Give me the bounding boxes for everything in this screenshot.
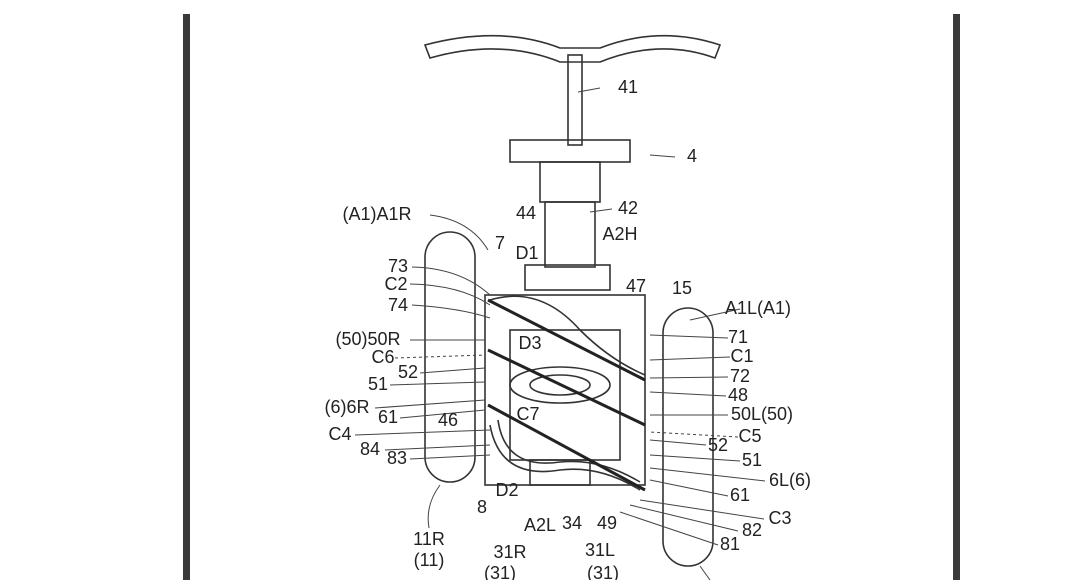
label: 8 bbox=[477, 497, 487, 517]
right-frame-border bbox=[953, 14, 960, 580]
label: 81 bbox=[720, 534, 740, 554]
label: 47 bbox=[626, 276, 646, 296]
left-wheel bbox=[662, 307, 714, 567]
label: D1 bbox=[515, 243, 538, 263]
label: (11) bbox=[414, 550, 445, 570]
label: C4 bbox=[328, 424, 351, 444]
label: 49 bbox=[597, 513, 617, 533]
label: 82 bbox=[742, 520, 762, 540]
label: 44 bbox=[516, 203, 536, 223]
label: D3 bbox=[518, 333, 541, 353]
reference-labels: 41 4 42 44 A2H (A1)A1R 7 D1 73 C2 74 47 … bbox=[324, 77, 811, 580]
label: 52 bbox=[708, 435, 728, 455]
label: 50L(50) bbox=[731, 404, 793, 424]
label: 51 bbox=[742, 450, 762, 470]
label: A1L(A1) bbox=[725, 298, 791, 318]
label: C2 bbox=[384, 274, 407, 294]
label: 73 bbox=[388, 256, 408, 276]
label: A2H bbox=[602, 224, 637, 244]
label: (31) bbox=[587, 563, 619, 580]
label: 71 bbox=[728, 327, 748, 347]
label: (50)50R bbox=[335, 329, 400, 349]
label: C1 bbox=[730, 346, 753, 366]
label: 48 bbox=[728, 385, 748, 405]
label: C3 bbox=[768, 508, 791, 528]
label: 74 bbox=[388, 295, 408, 315]
label: (A1)A1R bbox=[342, 204, 411, 224]
label: 72 bbox=[730, 366, 750, 386]
label: 6L(6) bbox=[769, 470, 811, 490]
label: 83 bbox=[387, 448, 407, 468]
drawing-lines bbox=[354, 34, 766, 580]
label: 51 bbox=[368, 374, 388, 394]
label: C6 bbox=[371, 347, 394, 367]
label: 61 bbox=[378, 407, 398, 427]
label: 15 bbox=[672, 278, 692, 298]
label: C7 bbox=[516, 404, 539, 424]
label: A2L bbox=[524, 515, 556, 535]
label: 34 bbox=[562, 513, 582, 533]
label: C5 bbox=[738, 426, 761, 446]
label: 31R bbox=[493, 542, 526, 562]
label: 7 bbox=[495, 233, 505, 253]
label: 84 bbox=[360, 439, 380, 459]
label: 61 bbox=[730, 485, 750, 505]
label: 41 bbox=[618, 77, 638, 97]
left-frame-border bbox=[183, 14, 190, 580]
label: 46 bbox=[438, 410, 458, 430]
label: 52 bbox=[398, 362, 418, 382]
label: 31L bbox=[585, 540, 615, 560]
label: 11R bbox=[413, 529, 445, 549]
label: 4 bbox=[687, 146, 697, 166]
label: (31) bbox=[484, 563, 516, 580]
label: 42 bbox=[618, 198, 638, 218]
label: D2 bbox=[495, 480, 518, 500]
label: (6)6R bbox=[324, 397, 369, 417]
